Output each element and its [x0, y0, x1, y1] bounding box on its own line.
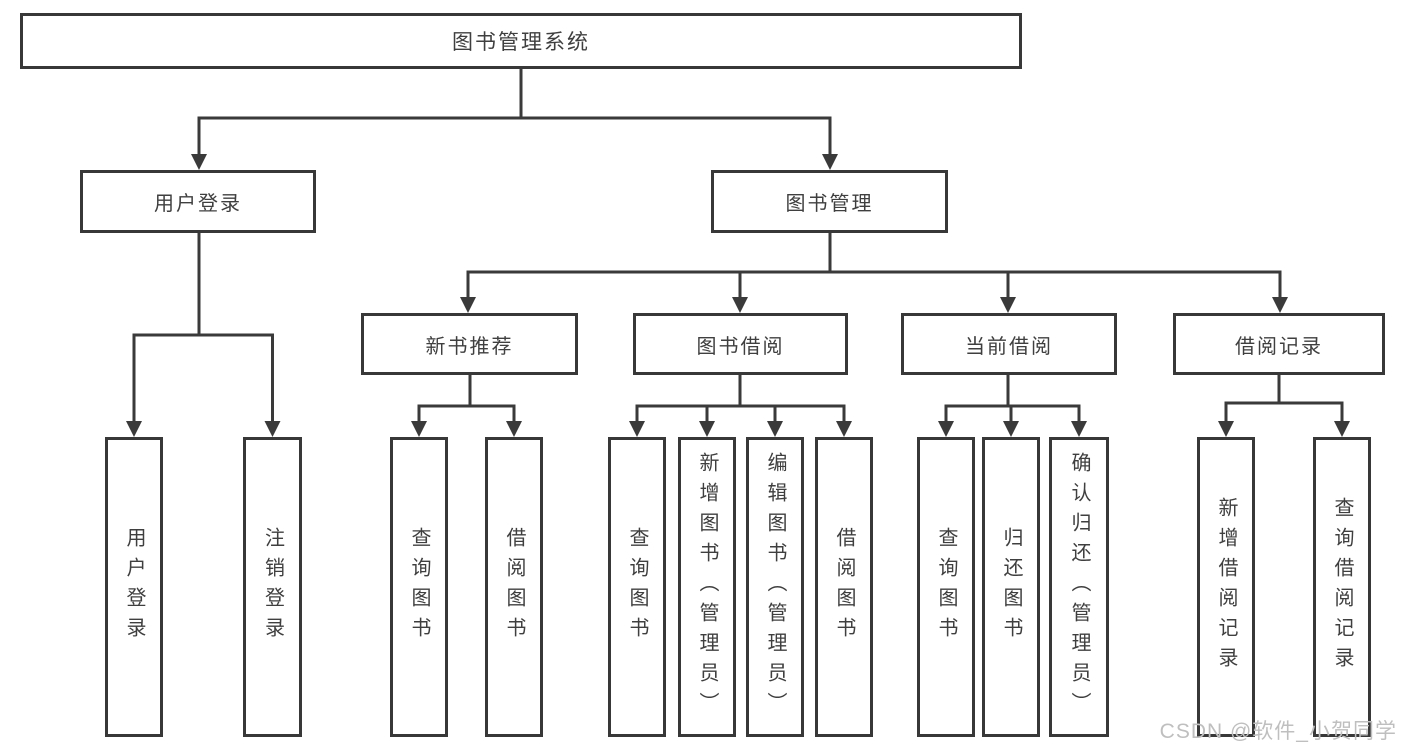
node-book-borrowing: 图书借阅 [633, 313, 848, 375]
leaf-add-borrow-record: 新增借阅记录 [1197, 437, 1255, 737]
leaf-logout: 注销登录 [243, 437, 302, 737]
leaf-confirm-return-admin: 确认归还（管理员） [1049, 437, 1109, 737]
leaf-add-books-admin: 新增图书（管理员） [678, 437, 736, 737]
node-user-login: 用户登录 [80, 170, 316, 233]
leaf-user-login: 用户登录 [105, 437, 163, 737]
csdn-watermark: CSDN @软件_小贺同学 [1159, 720, 1397, 743]
node-root-library-system: 图书管理系统 [20, 13, 1022, 69]
leaf-query-books-recommend: 查询图书 [390, 437, 448, 737]
leaf-borrow-books: 借阅图书 [815, 437, 873, 737]
leaf-edit-books-admin: 编辑图书（管理员） [746, 437, 804, 737]
node-current-borrowing: 当前借阅 [901, 313, 1117, 375]
node-borrowing-records: 借阅记录 [1173, 313, 1385, 375]
leaf-return-books: 归还图书 [982, 437, 1040, 737]
leaf-query-books-current: 查询图书 [917, 437, 975, 737]
leaf-query-books-borrowing: 查询图书 [608, 437, 666, 737]
leaf-query-borrow-record: 查询借阅记录 [1313, 437, 1371, 737]
leaf-borrow-books-recommend: 借阅图书 [485, 437, 543, 737]
node-new-book-recommendation: 新书推荐 [361, 313, 578, 375]
node-book-management: 图书管理 [711, 170, 948, 233]
